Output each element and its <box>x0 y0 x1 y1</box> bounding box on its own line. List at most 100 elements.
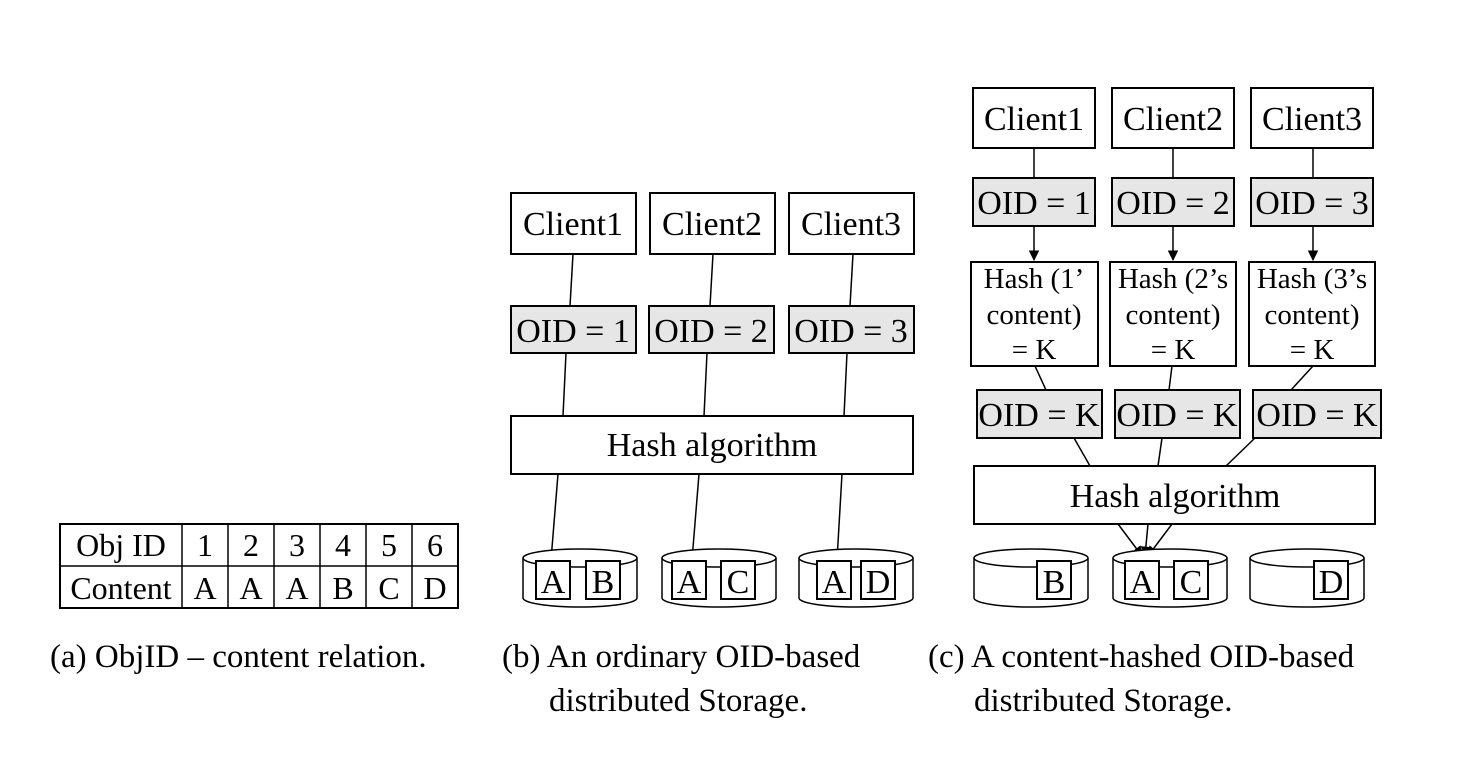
client-label: Client3 <box>801 206 901 243</box>
oid-k-label: OID = K <box>1256 397 1378 434</box>
storage-object-label: D <box>866 564 891 601</box>
storage-object-label: A <box>677 564 702 601</box>
table-content-label: Content <box>70 570 171 606</box>
panel-c: Client1 Client2 Client3 OID = 1 OID = 2 … <box>970 87 1382 608</box>
storage-cylinder: B <box>973 548 1089 608</box>
content-hash-box <box>1109 261 1237 367</box>
arrow-line <box>546 473 559 562</box>
table-id-cell: 6 <box>427 527 443 563</box>
connector-line <box>1034 365 1047 391</box>
connector-line <box>703 352 708 417</box>
client-label: Client2 <box>662 206 762 243</box>
table-content-cell: A <box>239 570 262 606</box>
content-hash-line: = K <box>1290 334 1335 366</box>
connector-line <box>562 352 567 417</box>
connector-line <box>1168 365 1173 391</box>
oid-label: OID = 1 <box>977 185 1091 222</box>
storage-object-label: A <box>541 564 566 601</box>
storage-object-label: C <box>1180 564 1203 601</box>
content-hash-line: Hash (1’ <box>984 263 1085 295</box>
storage-cylinder: A C <box>661 548 777 608</box>
storage-cylinder: A C <box>1112 548 1228 608</box>
oid-k-label: OID = K <box>978 397 1100 434</box>
client-label: Client2 <box>1123 101 1223 138</box>
connector-line <box>843 352 848 417</box>
connector-line <box>849 253 854 307</box>
client-box <box>1111 87 1235 149</box>
oid-label: OID = 2 <box>654 313 768 350</box>
connector-line <box>1157 437 1163 467</box>
table-content-cell: B <box>332 570 353 606</box>
content-hash-line: Hash (3’s <box>1257 263 1367 295</box>
storage-object-label: B <box>592 564 615 601</box>
oid-box <box>1250 177 1374 227</box>
storage-object <box>535 560 571 600</box>
connector-line <box>569 253 574 307</box>
storage-object-label: A <box>1130 564 1155 601</box>
content-hash-line: = K <box>1012 334 1057 366</box>
table-id-cell: 2 <box>243 527 259 563</box>
oid-box <box>510 305 637 354</box>
oid-label: OID = 1 <box>516 313 630 350</box>
client-box <box>510 192 637 255</box>
oid-k-label: OID = K <box>1116 397 1238 434</box>
hash-algorithm-label: Hash algorithm <box>1070 478 1281 515</box>
content-hash-line: content) <box>1125 299 1220 331</box>
table-content-cell: C <box>378 570 399 606</box>
table-header-label: Obj ID <box>76 527 166 563</box>
arrow-line <box>687 473 700 562</box>
client-box <box>972 87 1096 149</box>
connector-line <box>1225 437 1256 467</box>
table-id-cell: 5 <box>381 527 397 563</box>
oid-box <box>788 305 915 354</box>
storage-object <box>720 560 756 600</box>
oid-k-box <box>1252 389 1382 439</box>
oid-k-box <box>976 389 1103 439</box>
caption-c-line2: distributed Storage. <box>974 683 1232 719</box>
connector-line <box>709 253 714 307</box>
client-box <box>649 192 776 255</box>
storage-object-label: A <box>822 564 847 601</box>
oid-label: OID = 2 <box>1116 185 1230 222</box>
storage-object-label: D <box>1319 564 1344 601</box>
client-label: Client1 <box>984 101 1084 138</box>
client-box <box>788 192 915 255</box>
storage-object <box>585 560 621 600</box>
caption-b-line2: distributed Storage. <box>549 683 807 719</box>
storage-cylinder: A D <box>798 548 914 608</box>
content-hash-box <box>1248 261 1376 367</box>
storage-object <box>671 560 707 600</box>
content-hash-line: content) <box>986 299 1081 331</box>
content-hash-line: Hash (2’s <box>1118 263 1228 295</box>
storage-object <box>1313 560 1349 600</box>
content-hash-line: = K <box>1151 334 1196 366</box>
storage-object <box>816 560 852 600</box>
hash-algorithm-label: Hash algorithm <box>607 427 818 464</box>
storage-cylinder: A B <box>522 548 638 608</box>
oid-k-box <box>1114 389 1241 439</box>
client-label: Client3 <box>1262 101 1362 138</box>
oid-box <box>648 305 775 354</box>
oid-box <box>1111 177 1235 227</box>
hash-algorithm-box <box>973 465 1376 525</box>
connector-line <box>1290 365 1314 391</box>
table-id-cell: 3 <box>289 527 305 563</box>
table-id-cell: 4 <box>335 527 351 563</box>
table-content-cell: A <box>285 570 308 606</box>
table-content-cell: D <box>423 570 446 606</box>
oid-label: OID = 3 <box>794 313 908 350</box>
client-box <box>1250 87 1374 149</box>
client-label: Client1 <box>523 206 623 243</box>
storage-object-label: C <box>727 564 750 601</box>
caption-b-line1: (b) An ordinary OID-based <box>502 639 861 675</box>
caption-c-line1: (c) A content-hashed OID-based <box>928 639 1355 675</box>
storage-object <box>860 560 896 600</box>
content-hash-line: content) <box>1264 299 1359 331</box>
storage-cylinder: D <box>1249 548 1365 608</box>
storage-object <box>1124 560 1160 600</box>
oid-label: OID = 3 <box>1255 185 1369 222</box>
caption-a: (a) ObjID – content relation. <box>50 639 427 675</box>
connector-line <box>1073 437 1091 467</box>
